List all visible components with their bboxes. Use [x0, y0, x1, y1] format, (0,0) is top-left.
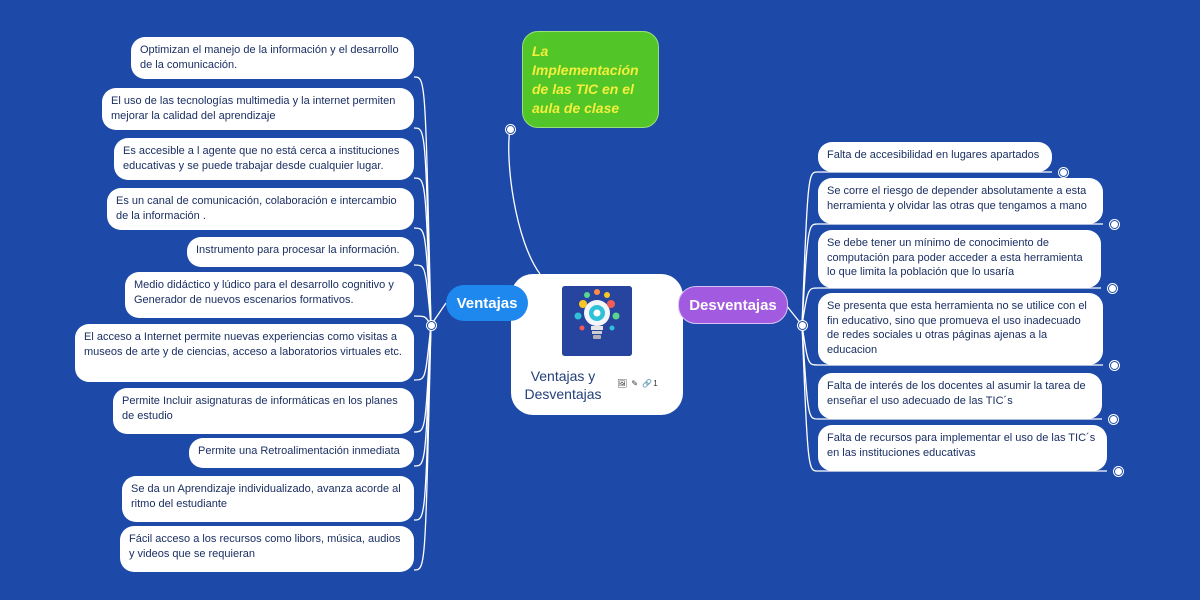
item-text: Permite una Retroalimentación inmediata	[198, 445, 400, 457]
item-text: Optimizan el manejo de la información y …	[140, 44, 399, 71]
floating-topic-note[interactable]: La Implementación de las TIC en el aula …	[522, 31, 659, 128]
connector-line	[413, 324, 432, 381]
central-topic[interactable]: Ventajas y Desventajas 🖼 ✎ 🔗1	[511, 274, 683, 415]
ventaja-item-10[interactable]: Se da un Aprendizaje individualizado, av…	[122, 476, 414, 522]
connector-line	[413, 127, 432, 326]
item-text: Se corre el riesgo de depender absolutam…	[827, 185, 1087, 212]
collapse-toggle-handle[interactable]	[1059, 168, 1068, 177]
connector-line	[801, 287, 1101, 326]
connector-line	[801, 324, 1102, 420]
connector-line	[801, 324, 1107, 472]
desventaja-item-1[interactable]: Falta de accesibilidad en lugares aparta…	[818, 142, 1052, 172]
branch-ventajas[interactable]: Ventajas	[446, 285, 528, 321]
lightbulb-icon	[562, 286, 632, 356]
connector-line	[413, 264, 432, 326]
connector-line	[413, 324, 432, 571]
ventaja-item-6[interactable]: Medio didáctico y lúdico para el desarro…	[125, 272, 414, 318]
ventaja-item-1[interactable]: Optimizan el manejo de la información y …	[131, 37, 414, 79]
collapse-toggle-handle[interactable]	[1114, 467, 1123, 476]
collapse-toggle-handle[interactable]	[1108, 284, 1117, 293]
desventajas-hub-handle[interactable]	[798, 321, 807, 330]
item-text: Es accesible a l agente que no está cerc…	[123, 145, 400, 172]
connector-line	[413, 177, 432, 326]
desventaja-item-2[interactable]: Se corre el riesgo de depender absolutam…	[818, 178, 1103, 224]
item-text: Fácil acceso a los recursos como libors,…	[129, 533, 401, 560]
desventaja-item-4[interactable]: Se presenta que esta herramienta no se u…	[818, 293, 1103, 365]
ventajas-hub-handle[interactable]	[427, 321, 436, 330]
collapse-toggle-handle[interactable]	[1109, 415, 1118, 424]
collapse-toggle-handle[interactable]	[1110, 220, 1119, 229]
collapse-toggle-handle[interactable]	[1110, 361, 1119, 370]
ventaja-item-4[interactable]: Es un canal de comunicación, colaboració…	[107, 188, 414, 230]
connector-line	[801, 171, 1052, 326]
central-topic-image	[562, 286, 632, 356]
ventaja-item-9[interactable]: Permite una Retroalimentación inmediata	[189, 438, 414, 468]
item-text: Es un canal de comunicación, colaboració…	[116, 195, 397, 222]
ventaja-item-2[interactable]: El uso de las tecnologías multimedia y l…	[102, 88, 414, 130]
item-text: Instrumento para procesar la información…	[196, 244, 400, 256]
connector-line	[801, 223, 1103, 326]
item-text: Falta de recursos para implementar el us…	[827, 432, 1096, 459]
desventaja-item-6[interactable]: Falta de recursos para implementar el us…	[818, 425, 1107, 471]
item-text: Falta de interés de los docentes al asum…	[827, 380, 1086, 407]
desventaja-item-5[interactable]: Falta de interés de los docentes al asum…	[818, 373, 1102, 419]
item-text: Se presenta que esta herramienta no se u…	[827, 300, 1087, 356]
ventaja-item-11[interactable]: Fácil acceso a los recursos como libors,…	[120, 526, 414, 572]
item-text: Se da un Aprendizaje individualizado, av…	[131, 483, 401, 510]
item-text: El acceso a Internet permite nuevas expe…	[84, 331, 402, 358]
ventaja-item-3[interactable]: Es accesible a l agente que no está cerc…	[114, 138, 414, 180]
item-text: El uso de las tecnologías multimedia y l…	[111, 95, 396, 122]
note-text: La Implementación de las TIC en el aula …	[532, 43, 639, 116]
ventaja-item-8[interactable]: Permite Incluir asignaturas de informáti…	[113, 388, 414, 434]
connector-line	[801, 324, 1103, 366]
topic-attachment-icons[interactable]: 🖼 ✎ 🔗1	[617, 379, 659, 388]
connector-line	[508, 128, 541, 275]
item-text: Medio didáctico y lúdico para el desarro…	[134, 279, 394, 306]
note-connector-handle[interactable]	[506, 125, 515, 134]
item-text: Falta de accesibilidad en lugares aparta…	[827, 149, 1040, 161]
desventaja-item-3[interactable]: Se debe tener un mínimo de conocimiento …	[818, 230, 1101, 288]
item-text: Permite Incluir asignaturas de informáti…	[122, 395, 398, 422]
connector-line	[413, 227, 432, 326]
central-topic-title: Ventajas y Desventajas	[524, 368, 602, 402]
item-text: Se debe tener un mínimo de conocimiento …	[827, 237, 1083, 278]
ventaja-item-7[interactable]: El acceso a Internet permite nuevas expe…	[75, 324, 414, 382]
branch-desventajas[interactable]: Desventajas	[678, 286, 788, 324]
ventaja-item-5[interactable]: Instrumento para procesar la información…	[187, 237, 414, 267]
